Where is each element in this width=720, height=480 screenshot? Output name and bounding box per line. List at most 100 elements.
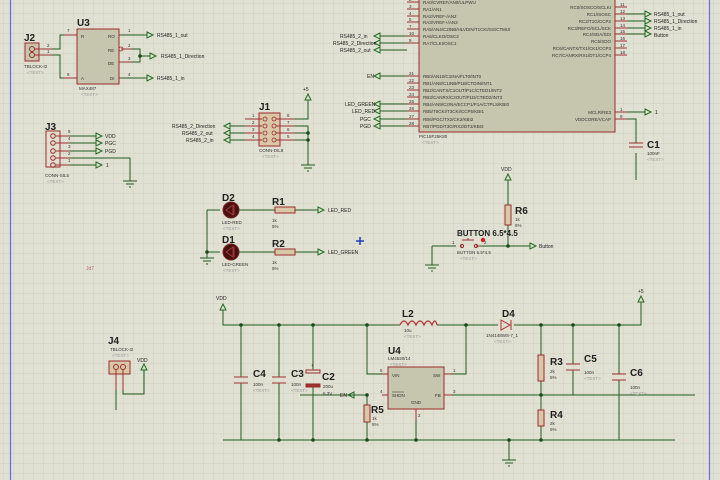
svg-text:+: + xyxy=(311,363,314,368)
j1-body xyxy=(258,112,281,147)
net-led-green-pic: LED_GREEN xyxy=(345,100,381,108)
u4-ref: U4 xyxy=(388,346,401,357)
j3-value: CONN-SIL5 xyxy=(45,173,70,178)
j2-ref: J2 xyxy=(24,33,36,44)
ground-symbol xyxy=(123,180,137,188)
c1-value: 100nF xyxy=(647,151,660,156)
u1-pin-name: RB0/AN10/C1INA/FLT0/INT0 xyxy=(423,74,482,79)
r6-ref: R6 xyxy=(515,206,528,217)
svg-text:VDD: VDD xyxy=(501,167,512,173)
u1-pin-number: 25 xyxy=(409,99,415,104)
u4-lm4620[interactable]: U4 LM4620/14 <TEXT> VIN SW SHDN FB GND 5… xyxy=(380,346,456,420)
j3-ref: J3 xyxy=(45,122,57,133)
d1-value: LED-GREEN xyxy=(222,262,248,267)
net-rs485-2-dir-j1: RS485_2_Direction xyxy=(172,122,231,130)
net-rs485-1-dir-u3: RS485_1_Direction xyxy=(149,52,205,60)
r3-value: 2k xyxy=(550,369,556,374)
r6-resistor[interactable]: R6 1k 5% xyxy=(504,204,528,228)
button-switch[interactable]: BUTTON 6.5*4.5 1 2 BUTTON 6.5*4.5 <TEXT> xyxy=(452,229,518,261)
r2-resistor[interactable]: R2 1k 5% xyxy=(272,239,296,271)
j3-connector[interactable]: J3 5 4 3 2 1 CONN-SIL5 <TEXT> xyxy=(45,122,71,184)
c1-text: <TEXT> xyxy=(647,157,664,162)
c2-electrolytic-capacitor[interactable]: + C2 200u 6.3V xyxy=(305,363,335,396)
j1-pin-5: 5 xyxy=(287,134,290,139)
j3-pin-2: 2 xyxy=(68,151,71,156)
u3-body xyxy=(76,28,120,85)
u1-pin-name: RC0/SOSCO/SCLKI xyxy=(570,5,611,10)
c6-capacitor[interactable]: C6 100n <TEXT> xyxy=(612,368,647,396)
u3-ref: U3 xyxy=(77,18,90,29)
u3-pin-di: DI xyxy=(110,76,115,81)
net-pgc-j3: PGC xyxy=(95,139,116,147)
u3-pin-de: DE xyxy=(108,61,114,66)
svg-text:1: 1 xyxy=(655,110,658,116)
ground-symbol xyxy=(425,264,439,272)
u3-pin-ro: RO xyxy=(108,34,115,39)
u1-pin-name: RA6/CLKO/OSC2 xyxy=(423,34,459,39)
j4-value: TBLOCK-I2 xyxy=(110,347,134,352)
c5-capacitor[interactable]: C5 100n <TEXT> xyxy=(566,354,601,381)
c4-value: 100n xyxy=(253,382,264,387)
r5-resistor[interactable]: R5 1k 5% xyxy=(363,404,384,427)
net-rs485-1-out-pic: RS485_1_out xyxy=(644,10,685,18)
svg-text:EN: EN xyxy=(340,393,347,399)
button-ref: BUTTON 6.5*4.5 xyxy=(457,229,518,238)
u1-pin-name: RC4/SDA/SDI xyxy=(583,32,611,37)
c1-capacitor[interactable]: C1 100nF <TEXT> xyxy=(629,140,664,162)
u1-pin-name: RB2/CANTX/C1OUT/P1C/CTED1/INT2 xyxy=(423,88,502,93)
r1-resistor[interactable]: R1 1k 5% xyxy=(272,197,296,229)
svg-text:RS485_1_out: RS485_1_out xyxy=(654,12,685,18)
u1-pic18f25k80[interactable]: 2RA0/CVREF/AN0/ULPWU3RA1/AN14RA2/VREF-/A… xyxy=(407,0,627,145)
u1-pin-name: RA2/VREF-/AN2 xyxy=(423,14,457,19)
d1-ref: D1 xyxy=(222,235,235,246)
svg-text:Button: Button xyxy=(539,244,554,250)
u1-pin-name: RA3/VREF+/AN3 xyxy=(423,20,458,25)
u1-pin-name: RC6/CANTX/TX1/CK1/CCP3 xyxy=(553,46,612,51)
r4-ref: R4 xyxy=(550,410,563,421)
u1-pin-name: RB4/AN9/C2INA/ECCP1/P1A/CTPLS/KBI0 xyxy=(423,102,510,107)
c4-capacitor[interactable]: C4 100n <TEXT> xyxy=(234,369,270,393)
net-led-green: LED_GREEN xyxy=(317,248,359,256)
j1-connector[interactable]: J1 1 2 3 4 8 7 6 5 CONN-DIL8 <TEXT> xyxy=(252,102,290,159)
j1-pin-4: 4 xyxy=(252,134,255,139)
net-rs485-2-out-j1: RS485_2_out xyxy=(182,129,231,137)
u1-pin-name: RB5/T0CKI/T3CKI/CCP5/KBI1 xyxy=(423,109,485,114)
j3-pin-1: 1 xyxy=(68,158,71,163)
j3-text: <TEXT> xyxy=(47,179,64,184)
stray-label: Jd7 xyxy=(86,266,94,272)
u3-text: <TEXT> xyxy=(81,92,98,97)
c4-ref: C4 xyxy=(253,369,266,380)
j1-text: <TEXT> xyxy=(262,154,279,159)
l2-value: 10u xyxy=(404,328,412,333)
u1-pin-name: RC7/CANRX/RX1/DT1/CCP4 xyxy=(552,53,612,58)
d2-led-red[interactable]: D2 LED-RED <TEXT> xyxy=(222,193,243,231)
svg-text:LED_GREEN: LED_GREEN xyxy=(345,102,376,108)
u1-pin-number: 22 xyxy=(409,78,415,83)
power-plus5-j1: +5 xyxy=(303,87,312,101)
j4-terminal-block[interactable]: J4 TBLOCK-I2 <TEXT> xyxy=(108,336,134,375)
d4-diode[interactable]: D4 1N4148WS-7_1 <TEXT> xyxy=(486,309,519,344)
r3-resistor[interactable]: R3 2k 5% xyxy=(537,354,563,382)
r4-resistor[interactable]: R4 2k 5% xyxy=(537,409,563,432)
u1-pin-name: RB6/PGC/TX2/CK2/KBI2 xyxy=(423,117,474,122)
l2-inductor[interactable]: L2 10u <TEXT> xyxy=(399,309,438,339)
net-pgc-pic: PGC xyxy=(360,115,381,123)
u4-pinnum-4: 4 xyxy=(380,389,383,394)
c6-text: <TEXT> xyxy=(630,391,647,396)
u4-value: LM4620/14 xyxy=(388,356,411,361)
j2-text: <TEXT> xyxy=(27,70,44,75)
svg-text:RS485_1_in: RS485_1_in xyxy=(654,26,682,32)
svg-text:RS485_2_out: RS485_2_out xyxy=(182,131,213,137)
l2-text: <TEXT> xyxy=(404,334,421,339)
c2-value: 200u xyxy=(323,384,334,389)
j2-terminal-block[interactable]: J2 TBLOCK-I2 <TEXT> 2 1 xyxy=(24,33,50,75)
u3-max487[interactable]: U3 R RO RE DE A DI 7 1 2 3 6 4 MAX487 <T… xyxy=(64,18,140,97)
j1-pin-3: 3 xyxy=(252,127,255,132)
svg-text:VDD: VDD xyxy=(105,134,116,140)
ground-symbol xyxy=(200,257,214,265)
u1-pin-number: 11 xyxy=(620,2,625,7)
u4-pin-vin: VIN xyxy=(392,373,400,378)
u3-pin-r: R xyxy=(81,34,85,39)
c3-capacitor[interactable]: C3 100n <TEXT> xyxy=(272,369,308,393)
